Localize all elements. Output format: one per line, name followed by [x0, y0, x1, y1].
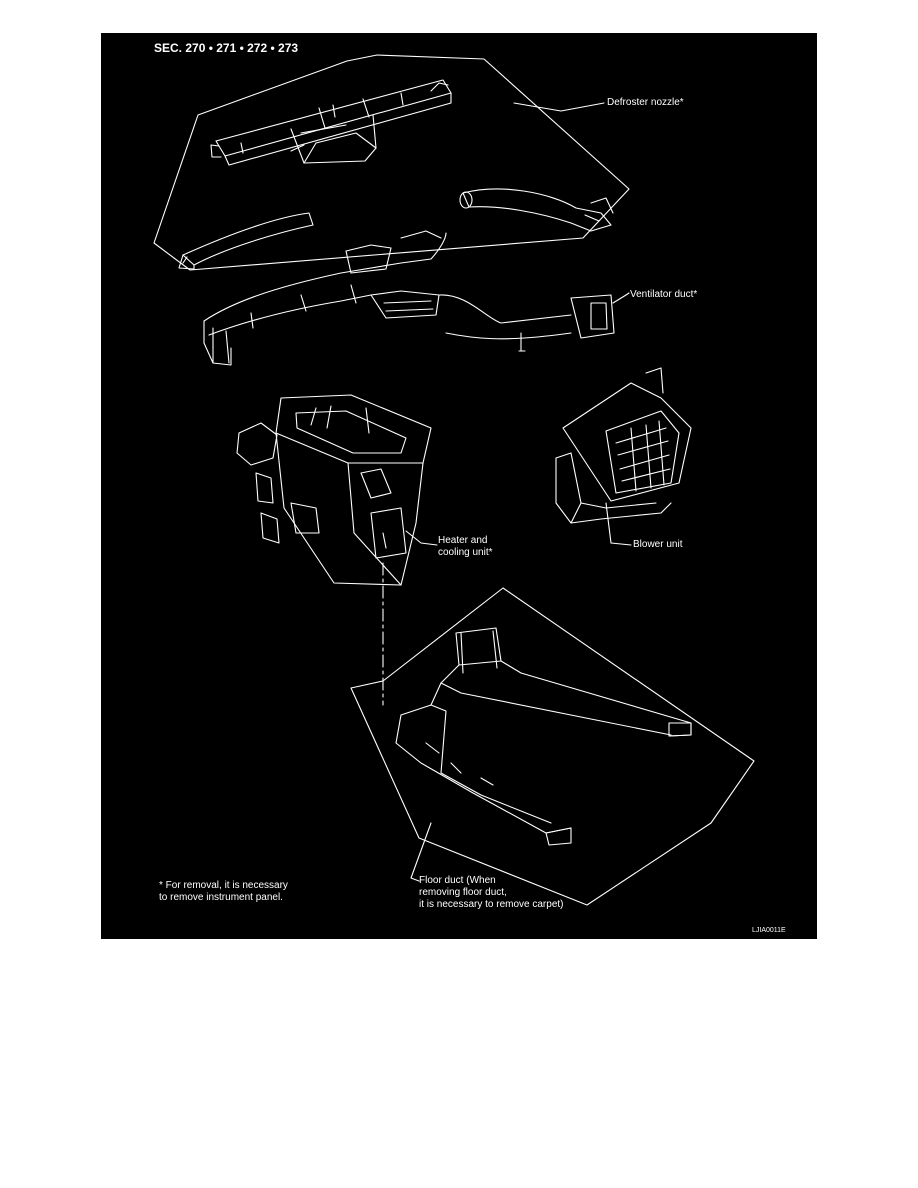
- figure-code: LJIA0011E: [752, 927, 786, 934]
- floor-duct-label: Floor duct (When removing floor duct, it…: [419, 875, 564, 910]
- blower-unit-label: Blower unit: [633, 539, 683, 550]
- side-duct-left-drawing: [178, 212, 314, 270]
- footnote: * For removal, it is necessary to remove…: [159, 880, 288, 903]
- heater-cooling-unit-label: Heater and cooling unit*: [438, 535, 493, 558]
- leader-floor-duct: [410, 822, 432, 882]
- leader-ventilator: [612, 292, 630, 304]
- floor-duct-drawing: [395, 627, 692, 846]
- leader-defroster: [513, 102, 605, 112]
- section-title: SEC. 270 • 271 • 272 • 273: [154, 41, 299, 55]
- leader-blower: [605, 502, 632, 546]
- defroster-group-outline: [153, 54, 630, 271]
- floor-duct-group-outline: [350, 587, 755, 906]
- defroster-nozzle-drawing: [210, 79, 452, 166]
- ventilator-duct-label: Ventilator duct*: [630, 289, 698, 300]
- ventilator-duct-drawing: [203, 230, 615, 366]
- defroster-nozzle-label: Defroster nozzle*: [607, 97, 684, 108]
- blower-unit-drawing: [555, 367, 692, 524]
- side-duct-right-drawing: [459, 188, 614, 232]
- exploded-diagram: SEC. 270 • 271 • 272 • 273 Defroster noz…: [101, 33, 817, 939]
- diagram-lines: [153, 54, 755, 906]
- leader-heater: [405, 530, 438, 546]
- heater-cooling-unit-drawing: [236, 394, 432, 586]
